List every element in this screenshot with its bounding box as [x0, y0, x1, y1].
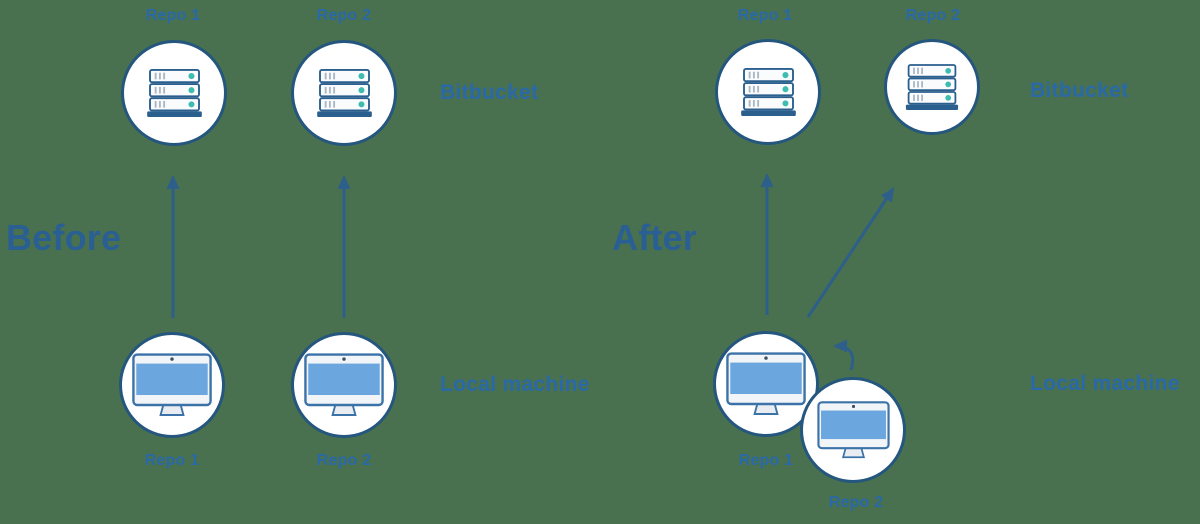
- before-bitbucket-label: Bitbucket: [440, 81, 539, 104]
- monitor-icon: [304, 353, 384, 416]
- before-remote-repo2-label: Repo 2: [316, 7, 372, 24]
- before-local-repo2-node: [291, 332, 397, 438]
- arrow-after-merge-repo2-into-repo1: [833, 339, 855, 371]
- before-local-repo1-node: [119, 332, 225, 438]
- after-local-machine-label: Local machine: [1030, 372, 1180, 395]
- after-remote-repo2-node: [884, 39, 980, 135]
- before-remote-repo1-label: Repo 1: [145, 7, 201, 24]
- after-remote-repo1-node: [715, 39, 821, 145]
- monitor-icon: [726, 352, 806, 415]
- before-remote-repo1-node: [121, 40, 227, 146]
- after-local-repo2-label: Repo 2: [828, 494, 884, 511]
- after-heading: After: [612, 217, 698, 258]
- server-icon: [146, 68, 202, 117]
- arrow-after-repo2-push: [806, 187, 895, 318]
- after-local-repo1-node: [713, 331, 819, 437]
- server-icon: [905, 63, 959, 110]
- after-local-repo1-label: Repo 1: [738, 452, 794, 469]
- before-heading: Before: [6, 217, 122, 258]
- before-local-machine-label: Local machine: [440, 373, 590, 396]
- after-local-repo2-node: [800, 377, 906, 483]
- monitor-icon: [132, 353, 212, 416]
- before-local-repo2-label: Repo 2: [316, 452, 372, 469]
- after-remote-repo1-label: Repo 1: [737, 7, 793, 24]
- server-icon: [316, 68, 372, 117]
- before-local-repo1-label: Repo 1: [144, 452, 200, 469]
- server-icon: [740, 67, 796, 116]
- after-bitbucket-label: Bitbucket: [1030, 79, 1129, 102]
- after-remote-repo2-label: Repo 2: [905, 7, 961, 24]
- monitor-icon: [816, 401, 890, 459]
- before-remote-repo2-node: [291, 40, 397, 146]
